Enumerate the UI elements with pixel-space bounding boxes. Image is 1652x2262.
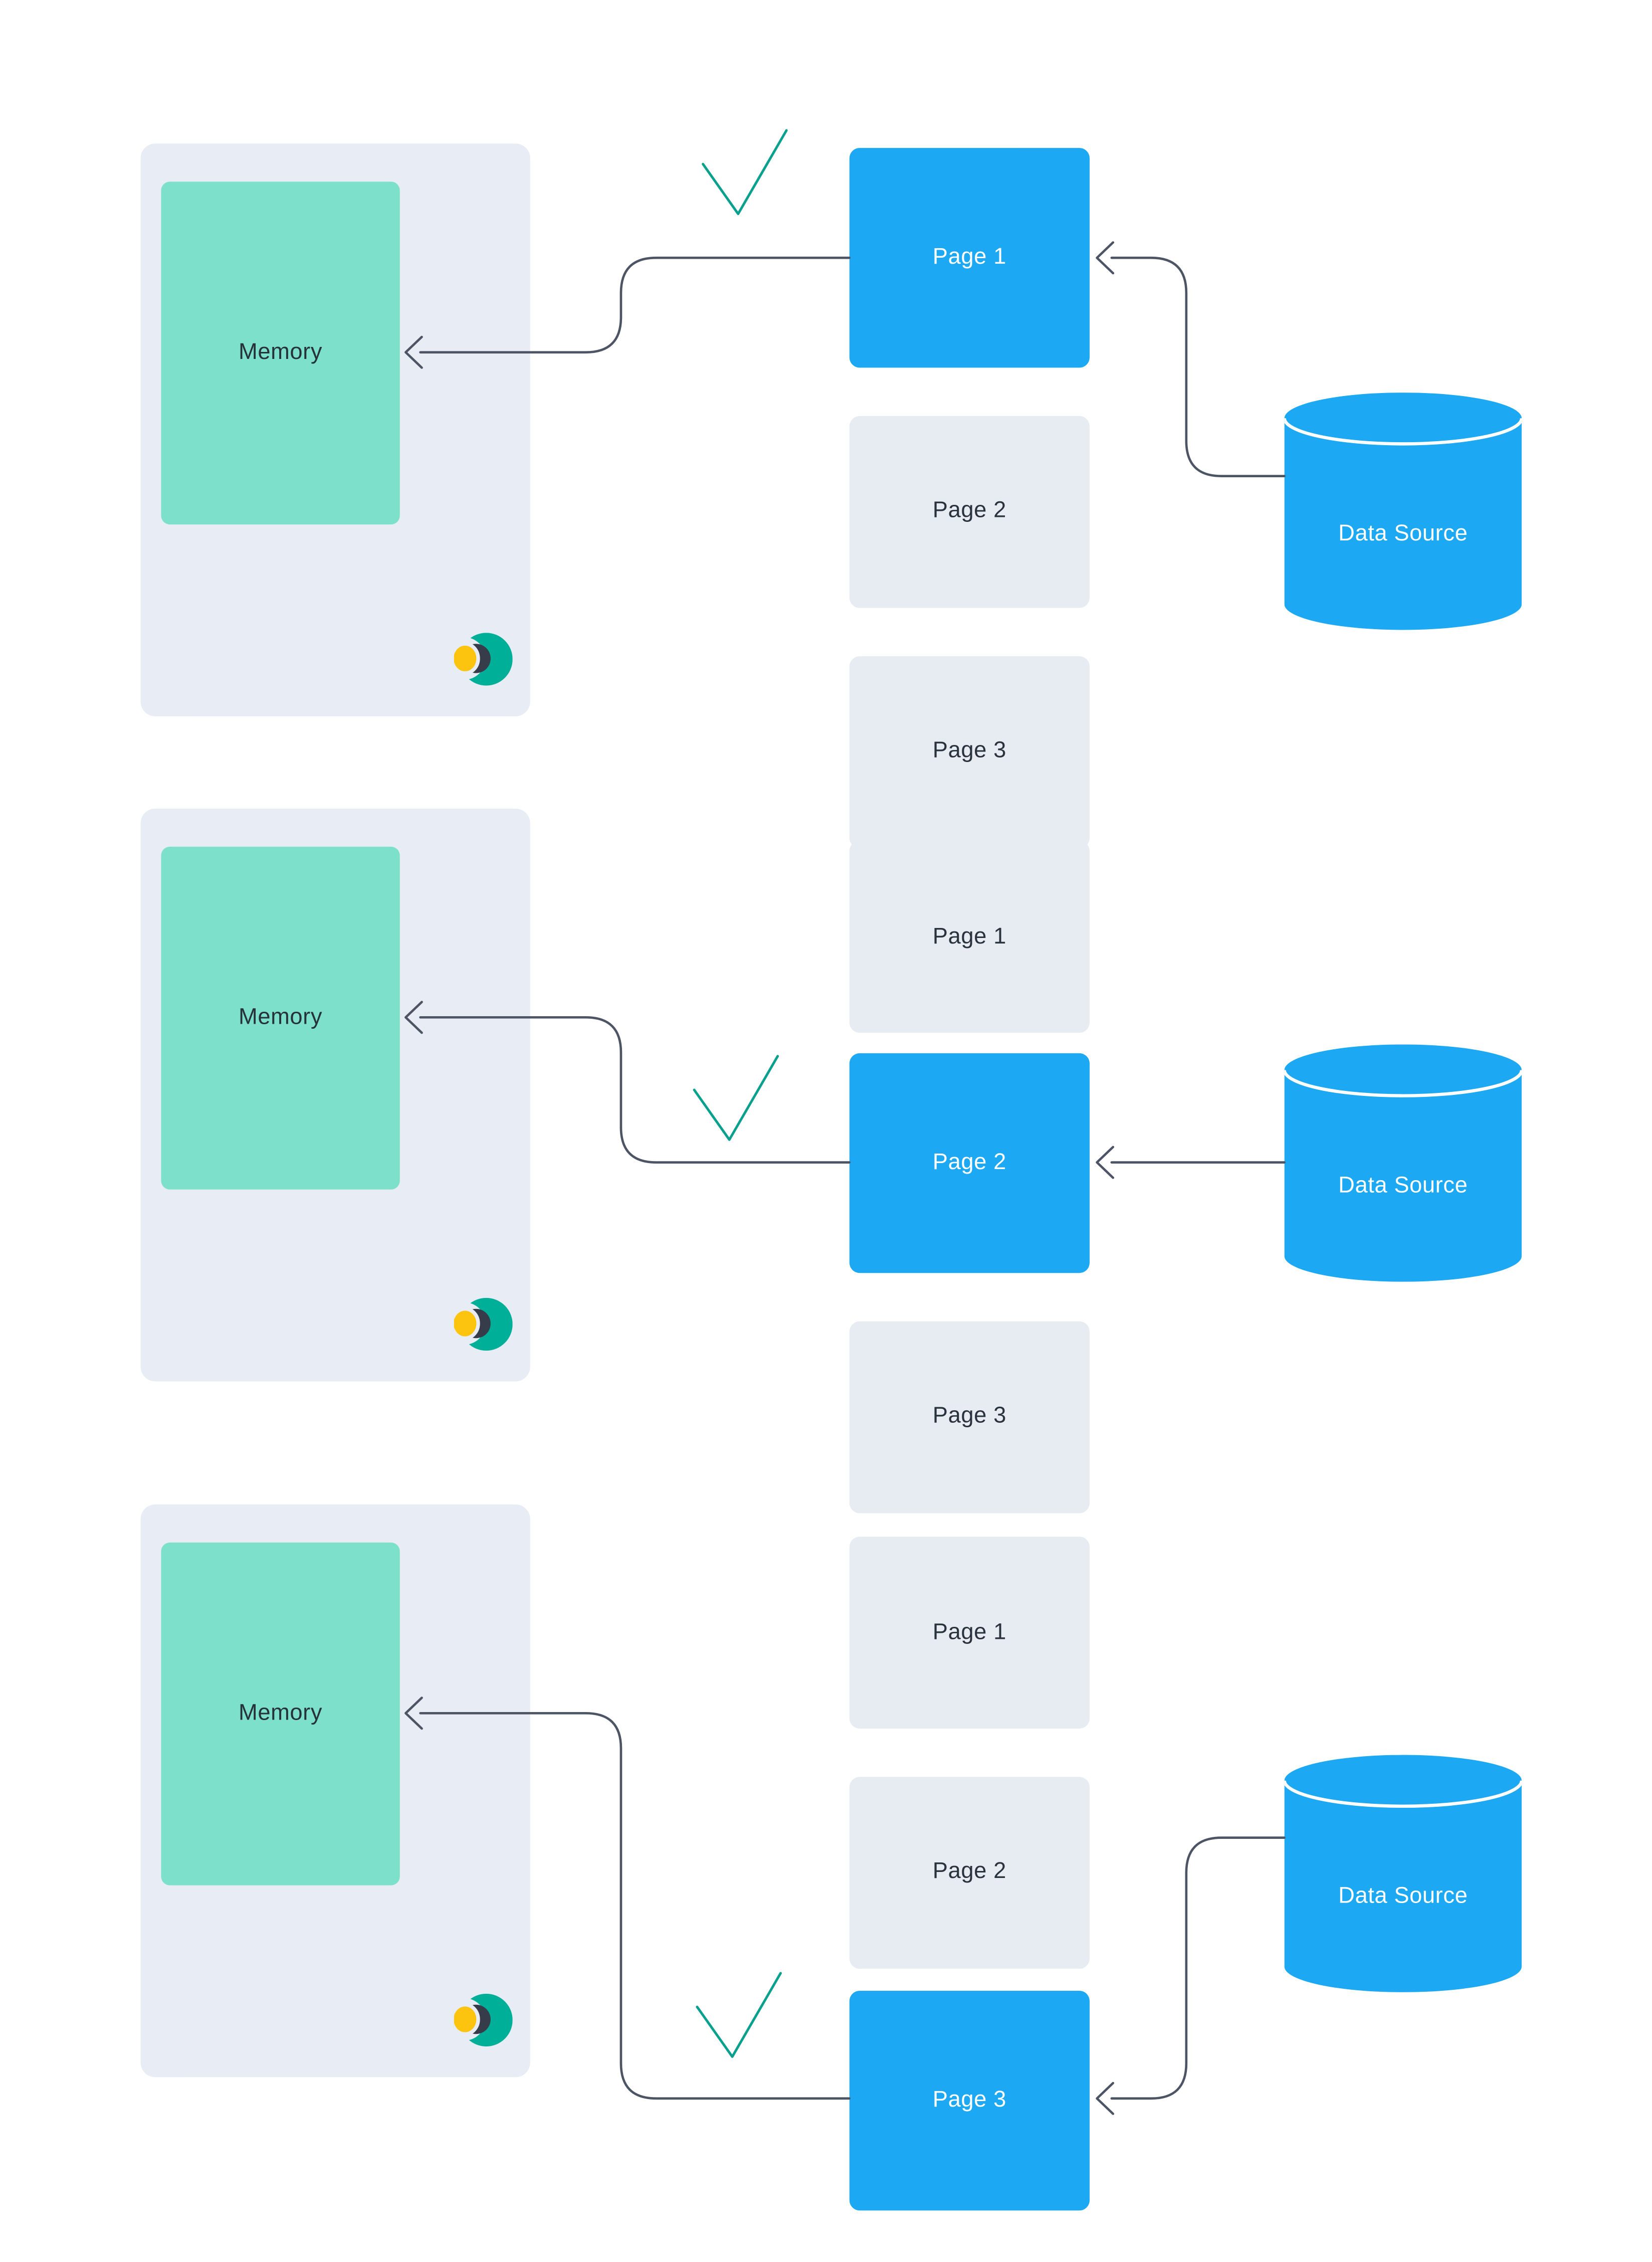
crescent-brand-logo-icon <box>454 632 513 685</box>
checkmark-icon <box>693 1055 779 1141</box>
memory-label: Memory <box>239 1004 323 1029</box>
arrow-datasource-to-page3 <box>1110 1836 1286 2100</box>
database-cylinder-icon <box>1284 1754 1522 1992</box>
page-2-active: Page 2 <box>849 1052 1090 1272</box>
arrow-datasource-to-page1 <box>1110 256 1286 477</box>
datasource-cylinder: Data Source <box>1284 1754 1522 1992</box>
page-label: Page 1 <box>932 923 1006 949</box>
arrowhead-into-page3-icon <box>1096 2082 1115 2115</box>
database-cylinder-icon <box>1284 393 1522 630</box>
page-label: Page 3 <box>932 1403 1006 1428</box>
page-3: Page 3 <box>849 1321 1090 1513</box>
memory-block: Memory <box>161 846 400 1189</box>
memory-panel: Memory <box>140 142 530 716</box>
memory-label: Memory <box>239 1700 323 1725</box>
memory-block: Memory <box>161 1542 400 1885</box>
page-1: Page 1 <box>849 841 1090 1033</box>
checkmark-icon <box>696 1972 782 2058</box>
page-3: Page 3 <box>849 655 1090 848</box>
page-label: Page 3 <box>932 2087 1006 2112</box>
checkmark-icon <box>702 129 788 216</box>
memory-panel: Memory <box>140 1503 530 2077</box>
crescent-brand-logo-icon <box>454 1993 513 2046</box>
page-2: Page 2 <box>849 415 1090 608</box>
page-label: Page 1 <box>932 244 1006 270</box>
arrowhead-into-page1-icon <box>1096 241 1115 275</box>
database-cylinder-icon <box>1284 1043 1522 1281</box>
page-1: Page 1 <box>849 1537 1090 1729</box>
page-1-active: Page 1 <box>849 148 1090 368</box>
datasource-label: Data Source <box>1338 521 1468 546</box>
page-label: Page 1 <box>932 1619 1006 1644</box>
page-label: Page 2 <box>932 1859 1006 1884</box>
datasource-cylinder: Data Source <box>1284 1043 1522 1281</box>
datasource-label: Data Source <box>1338 1883 1468 1908</box>
memory-label: Memory <box>239 339 323 364</box>
page-3-active: Page 3 <box>849 1990 1090 2210</box>
page-2: Page 2 <box>849 1776 1090 1968</box>
page-label: Page 2 <box>932 1149 1006 1174</box>
datasource-cylinder: Data Source <box>1284 393 1522 630</box>
page-label: Page 3 <box>932 738 1006 764</box>
arrowhead-into-page2-icon <box>1096 1146 1115 1179</box>
memory-panel: Memory <box>140 808 530 1381</box>
datasource-label: Data Source <box>1338 1173 1468 1198</box>
memory-block: Memory <box>161 180 400 524</box>
crescent-brand-logo-icon <box>454 1297 513 1350</box>
page-label: Page 2 <box>932 498 1006 523</box>
